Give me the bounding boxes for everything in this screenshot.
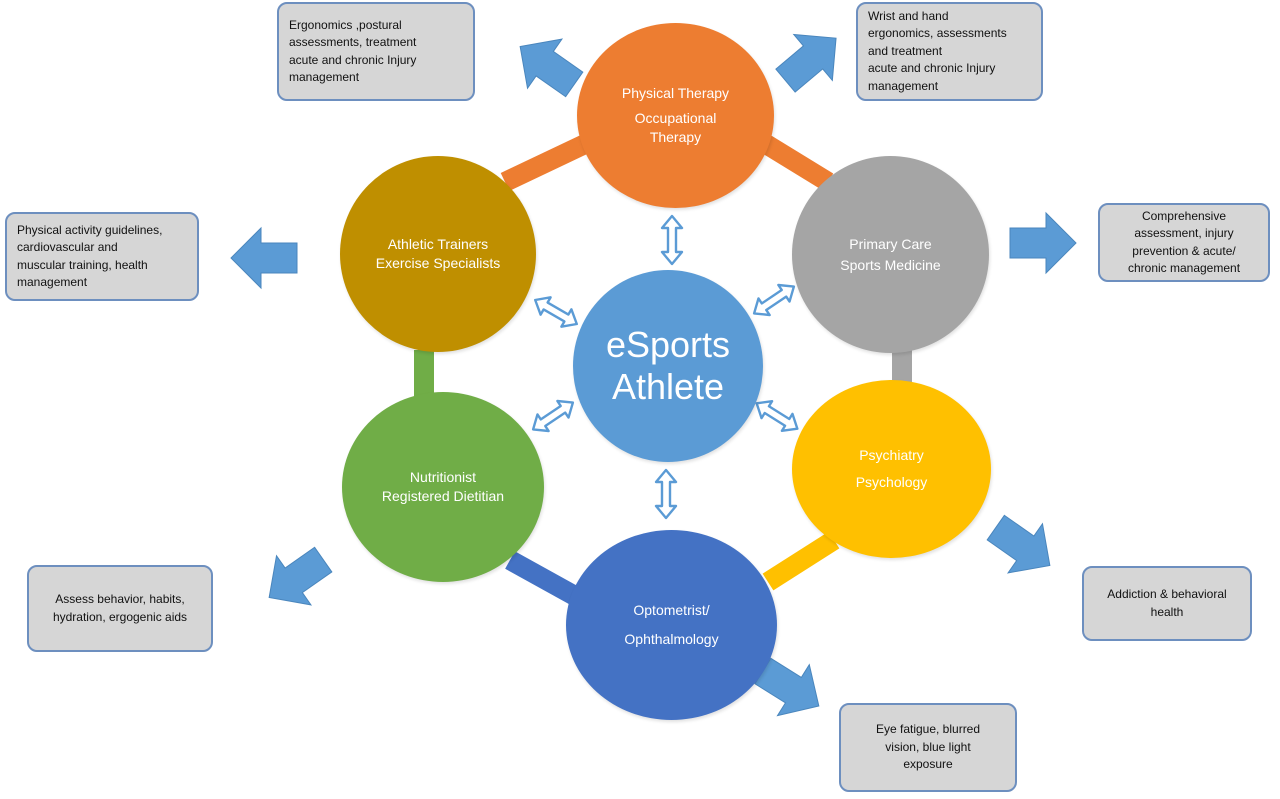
node-esports-athlete: eSports Athlete bbox=[573, 270, 763, 462]
note-optometry: Eye fatigue, blurred vision, blue light … bbox=[839, 703, 1017, 792]
note-line: ergonomics, assessments bbox=[868, 26, 1007, 41]
core-label: eSports bbox=[605, 324, 731, 365]
note-line: muscular training, health bbox=[17, 257, 148, 272]
ring-band-pt-pc bbox=[760, 135, 834, 191]
double-arrow-core-at bbox=[529, 290, 583, 334]
node-label: Therapy bbox=[649, 128, 702, 145]
core-label: Athlete bbox=[611, 366, 725, 407]
double-arrow-core-psy bbox=[750, 393, 804, 439]
note-line: prevention & acute/ bbox=[1132, 243, 1236, 258]
double-arrow-core-nut bbox=[526, 393, 580, 439]
node-physical-therapy: Physical Therapy Occupational Therapy bbox=[577, 23, 774, 208]
block-arrow-to-pc-note bbox=[1009, 212, 1077, 274]
node-label: Psychiatry bbox=[859, 447, 924, 464]
node-label: Exercise Specialists bbox=[375, 255, 501, 271]
node-label: Psychology bbox=[855, 474, 928, 490]
note-line: management bbox=[868, 78, 939, 93]
node-label: Optometrist/ bbox=[633, 602, 710, 619]
note-line: Eye fatigue, blurred bbox=[875, 722, 981, 737]
node-label: Sports Medicine bbox=[840, 256, 941, 273]
note-line: cardiovascular and bbox=[17, 240, 118, 254]
node-athletic-trainers: Athletic Trainers Exercise Specialists bbox=[340, 156, 536, 352]
note-occupational-therapy: Wrist and hand ergonomics, assessments a… bbox=[856, 2, 1043, 101]
note-line: Ergonomics ,postural bbox=[289, 17, 402, 32]
node-psychiatry: Psychiatry Psychology bbox=[792, 380, 991, 558]
block-arrow-to-nut-note bbox=[251, 534, 341, 623]
double-arrow-core-pt bbox=[660, 214, 684, 266]
note-line: Addiction & behavioral bbox=[1107, 587, 1227, 601]
double-arrow-core-opt bbox=[654, 468, 678, 520]
double-arrow-core-pc bbox=[747, 277, 801, 323]
note-line: chronic management bbox=[1127, 261, 1241, 275]
note-line: health bbox=[1150, 604, 1184, 619]
note-line: vision, blue light bbox=[885, 739, 971, 754]
ring-band-pt-at bbox=[500, 134, 590, 192]
note-athletic-trainers: Physical activity guidelines, cardiovasc… bbox=[5, 212, 199, 301]
note-line: Wrist and hand bbox=[868, 8, 949, 23]
note-line: management bbox=[17, 275, 88, 289]
node-label: Physical Therapy bbox=[621, 85, 730, 102]
note-line: Physical activity guidelines, bbox=[17, 222, 163, 237]
note-psychiatry: Addiction & behavioral health bbox=[1082, 566, 1252, 641]
note-line: Assess behavior, habits, bbox=[55, 592, 185, 606]
note-primary-care: Comprehensive assessment, injury prevent… bbox=[1098, 203, 1270, 282]
node-label: Ophthalmology bbox=[624, 631, 719, 647]
node-primary-care: Primary Care Sports Medicine bbox=[792, 156, 989, 353]
node-label: Primary Care bbox=[849, 235, 932, 252]
note-line: assessment, injury bbox=[1134, 226, 1234, 240]
note-line: and treatment bbox=[868, 43, 943, 58]
block-arrow-to-ot-note bbox=[765, 14, 856, 105]
node-label: Nutritionist bbox=[409, 469, 477, 486]
ring-band-nut-opt bbox=[505, 551, 580, 605]
note-physical-therapy: Ergonomics ,postural assessments, treatm… bbox=[277, 2, 475, 101]
note-line: assessments, treatment bbox=[289, 35, 417, 49]
note-line: hydration, ergogenic aids bbox=[52, 609, 188, 624]
node-nutrition: Nutritionist Registered Dietitian bbox=[342, 392, 544, 582]
node-label: Athletic Trainers bbox=[387, 236, 489, 253]
note-nutrition: Assess behavior, habits, hydration, ergo… bbox=[27, 565, 213, 652]
note-line: acute and chronic Injury bbox=[868, 61, 996, 76]
ring-band-psy-opt bbox=[762, 531, 840, 591]
node-label: Registered Dietitian bbox=[381, 488, 505, 504]
node-optometry: Optometrist/ Ophthalmology bbox=[566, 530, 777, 720]
node-label: Occupational bbox=[634, 110, 717, 127]
note-line: exposure bbox=[903, 757, 953, 772]
block-arrow-to-psy-note bbox=[978, 502, 1068, 591]
block-arrow-to-at-note bbox=[230, 227, 298, 289]
note-line: acute and chronic Injury bbox=[289, 52, 417, 67]
note-line: Comprehensive bbox=[1141, 208, 1227, 223]
note-line: management bbox=[289, 70, 360, 84]
